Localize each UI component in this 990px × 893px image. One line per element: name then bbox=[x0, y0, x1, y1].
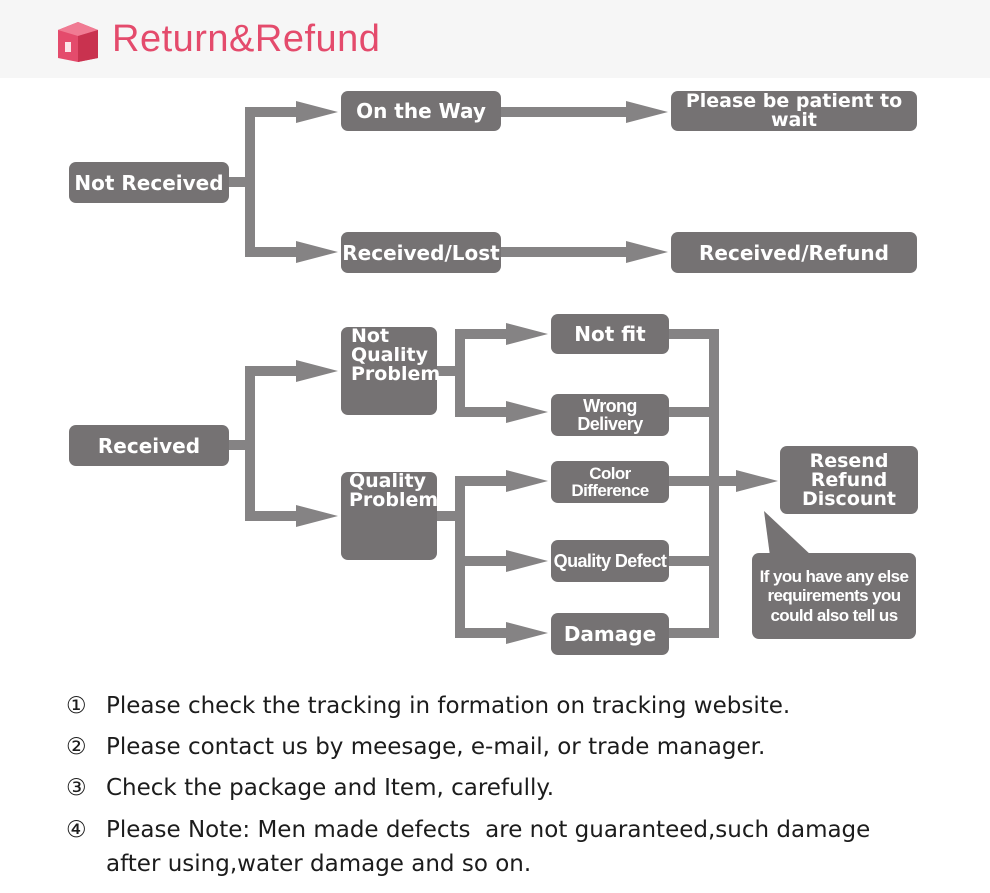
damage-box: Damage bbox=[551, 613, 669, 655]
note-1: ① Please check the tracking in formation… bbox=[66, 686, 946, 727]
package-box-icon bbox=[58, 22, 98, 62]
resolution-line-1: Resend bbox=[809, 449, 889, 472]
resolution-box: Resend Refund Discount bbox=[780, 446, 918, 514]
connector-qp-damage bbox=[455, 561, 510, 638]
not-quality-line-3: Problem bbox=[351, 363, 441, 385]
connector-nqp-wrong-delivery bbox=[455, 371, 510, 417]
not-quality-problem-box: Not Quality Problem bbox=[341, 325, 441, 415]
note-3-text: Check the package and Item, carefully. bbox=[106, 775, 555, 801]
note-4: ④ Please Note: Men made defects are not … bbox=[66, 809, 946, 881]
connector-qp-color bbox=[436, 476, 510, 521]
notes-list: ① Please check the tracking in formation… bbox=[66, 686, 946, 881]
quality-problem-box: Quality Problem bbox=[341, 470, 439, 560]
arrow-head bbox=[296, 360, 338, 382]
connector-nqp-not-fit bbox=[436, 329, 510, 376]
arrow-head bbox=[736, 470, 778, 492]
note-4-number: ④ bbox=[66, 817, 87, 843]
connector-qp-defect bbox=[455, 516, 510, 566]
connector-received-not-quality bbox=[229, 366, 300, 450]
connector-received-quality bbox=[245, 445, 300, 521]
callout-line-3: could also tell us bbox=[770, 605, 898, 625]
on-the-way-box: On the Way bbox=[341, 91, 501, 131]
arrow-head bbox=[626, 241, 668, 263]
note-3-number: ③ bbox=[66, 775, 87, 801]
note-4-line-1: Please Note: Men made defects are not gu… bbox=[106, 817, 871, 843]
connector-not-received-on-the-way bbox=[229, 107, 300, 187]
note-1-text: Please check the tracking in formation o… bbox=[106, 693, 791, 719]
note-4-line-2: after using,water damage and so on. bbox=[106, 851, 532, 877]
arrow-head bbox=[296, 505, 338, 527]
quality-line-1: Quality bbox=[349, 470, 426, 492]
note-2-number: ② bbox=[66, 734, 87, 760]
quality-line-2: Problem bbox=[349, 489, 439, 511]
received-box: Received bbox=[69, 425, 229, 466]
header-bar bbox=[0, 0, 990, 78]
page-title: Return&Refund bbox=[112, 18, 381, 60]
arrow-head bbox=[506, 622, 548, 644]
not-quality-line-2: Quality bbox=[351, 344, 428, 366]
callout-pointer bbox=[764, 511, 812, 556]
note-1-number: ① bbox=[66, 693, 87, 719]
note-3: ③ Check the package and Item, carefully. bbox=[66, 768, 946, 809]
arrow-head bbox=[506, 550, 548, 572]
connector-not-received-lost bbox=[245, 182, 300, 257]
please-wait-box: Please be patient to wait bbox=[671, 91, 917, 131]
received-lost-box: Received/Lost bbox=[341, 232, 501, 273]
arrow-head bbox=[506, 323, 548, 345]
color-difference-box: Color Difference bbox=[551, 461, 669, 503]
not-quality-line-1: Not bbox=[351, 325, 390, 347]
resolution-line-2: Refund bbox=[810, 468, 888, 491]
arrow-head bbox=[626, 101, 668, 123]
quality-defect-box: Quality Defect bbox=[551, 540, 669, 582]
note-2-text: Please contact us by meesage, e-mail, or… bbox=[106, 734, 766, 760]
wrong-delivery-box: Wrong Delivery bbox=[551, 394, 669, 436]
arrow-head bbox=[506, 470, 548, 492]
received-refund-box: Received/Refund bbox=[671, 232, 917, 273]
callout-line-1: If you have any else bbox=[759, 566, 909, 586]
callout-line-2: requirements you bbox=[767, 586, 901, 606]
not-received-box: Not Received bbox=[69, 162, 229, 203]
resolution-line-3: Discount bbox=[801, 487, 897, 510]
not-fit-box: Not fit bbox=[551, 314, 669, 354]
arrow-head bbox=[296, 241, 338, 263]
note-2: ② Please contact us by meesage, e-mail, … bbox=[66, 727, 946, 768]
arrow-head bbox=[506, 401, 548, 423]
callout-box: If you have any else requirements you co… bbox=[752, 553, 916, 639]
arrow-head bbox=[296, 101, 338, 123]
